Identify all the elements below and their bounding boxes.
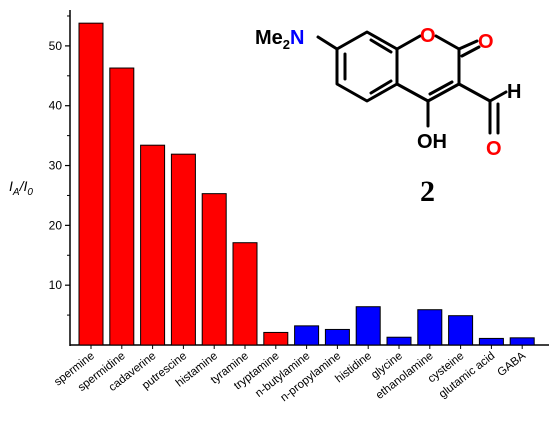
aldehyde-hydrogen-label: H bbox=[507, 81, 521, 103]
ring-oxygen-label: O bbox=[420, 25, 436, 47]
bar-spermine bbox=[78, 22, 104, 346]
y-tick-label: 50 bbox=[49, 39, 63, 53]
bar-tryptamine bbox=[263, 331, 289, 346]
bar-cysteine bbox=[448, 315, 474, 346]
dimethylamino-label: Me2N bbox=[255, 27, 304, 52]
bond-c3-cho bbox=[457, 82, 492, 103]
bar-ethanolamine bbox=[417, 309, 443, 346]
y-axis-ticks: 10 20 30 40 50 bbox=[49, 15, 70, 316]
bond-cho-h bbox=[488, 90, 508, 103]
bar-putrescine bbox=[170, 153, 196, 346]
bar-n-butylamine bbox=[294, 325, 320, 346]
aromatic-bond-2 bbox=[369, 38, 393, 54]
hydroxyl-label: OH bbox=[417, 131, 447, 153]
bond-c3-c4 bbox=[426, 82, 461, 103]
y-tick-label: 30 bbox=[49, 159, 63, 173]
bar-GABA bbox=[509, 337, 535, 346]
y-tick-label: 40 bbox=[49, 99, 63, 113]
y-tick-label: 20 bbox=[49, 218, 63, 232]
bar-n-propylamine bbox=[324, 328, 350, 346]
bar-tyramine bbox=[232, 242, 258, 346]
bar-glutamic-acid bbox=[478, 337, 504, 346]
bar-cadaverine bbox=[140, 144, 166, 346]
bond-c8a-o1 bbox=[395, 34, 422, 51]
aromatic-bond-3 bbox=[369, 79, 393, 95]
y-axis-label: IA/I0 bbox=[9, 178, 33, 198]
bar-spermidine bbox=[109, 67, 135, 346]
double-bond-c3-c4 bbox=[428, 80, 454, 96]
compound-number: 2 bbox=[420, 175, 435, 208]
x-tick-label: GABA bbox=[495, 350, 528, 379]
carbonyl-bond-b bbox=[460, 45, 481, 58]
y-tick-label: 10 bbox=[49, 278, 63, 292]
carbonyl-bond-a bbox=[457, 39, 479, 51]
coumarin-structure bbox=[316, 30, 508, 135]
bar-glycine bbox=[386, 336, 412, 346]
aldehyde-oxygen-label: O bbox=[486, 138, 502, 160]
carbonyl-oxygen-label: O bbox=[478, 31, 494, 53]
chart-bars bbox=[78, 22, 535, 346]
bar-histidine bbox=[355, 306, 381, 346]
bond-c4-c4a bbox=[395, 82, 430, 103]
bond-n-ring bbox=[316, 35, 339, 51]
bar-histamine bbox=[201, 193, 227, 346]
bond-o1-c2 bbox=[434, 34, 461, 51]
x-axis-labels: sperminespermidinecadaverineputrescinehi… bbox=[52, 345, 528, 404]
